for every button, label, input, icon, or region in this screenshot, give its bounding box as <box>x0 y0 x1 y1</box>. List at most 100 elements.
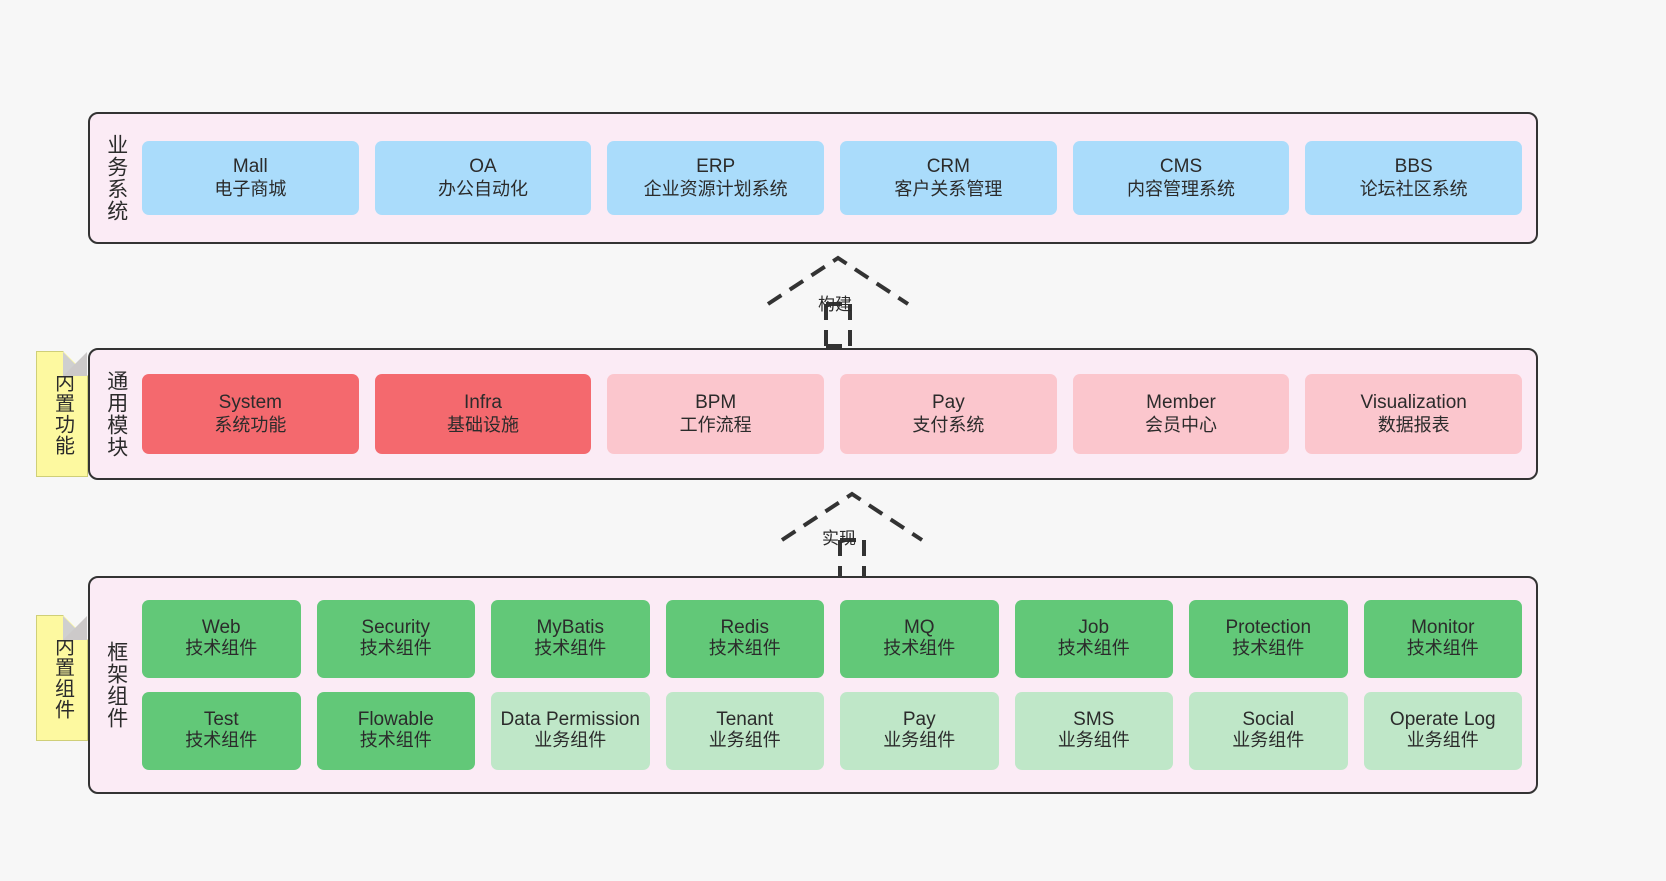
tile-oa-cn: 办公自动化 <box>438 178 528 199</box>
tile-member-en: Member <box>1146 392 1216 414</box>
tile-crm-en: CRM <box>926 156 970 178</box>
tile-pay-module[interactable]: Pay 支付系统 <box>840 374 1057 454</box>
tile-protection-cn: 技术组件 <box>1232 638 1305 659</box>
tile-operate-log-en: Operate Log <box>1389 708 1496 730</box>
tile-pay-component-cn: 业务组件 <box>883 730 956 751</box>
tile-protection-en: Protection <box>1225 616 1312 638</box>
tile-cms[interactable]: CMS 内容管理系统 <box>1072 141 1290 215</box>
layer-body-modules: System 系统功能 Infra 基础设施 BPM 工作流程 Pay 支付系统… <box>142 350 1536 478</box>
tile-pay-module-en: Pay <box>931 392 965 414</box>
tile-security-en: Security <box>361 616 431 638</box>
tile-redis[interactable]: Redis 技术组件 <box>665 600 824 678</box>
tile-web-cn: 技术组件 <box>185 638 258 659</box>
tile-flowable[interactable]: Flowable 技术组件 <box>316 692 475 770</box>
layer-title-framework: 框架组件 <box>104 641 128 729</box>
tile-bpm-cn: 工作流程 <box>679 414 752 435</box>
layer-title-modules: 通用模块 <box>104 370 128 458</box>
tile-protection[interactable]: Protection 技术组件 <box>1189 600 1348 678</box>
tile-tenant-cn: 业务组件 <box>708 730 781 751</box>
tile-operate-log[interactable]: Operate Log 业务组件 <box>1363 692 1522 770</box>
tile-crm-cn: 客户关系管理 <box>894 178 1003 199</box>
tile-erp[interactable]: ERP 企业资源计划系统 <box>607 141 825 215</box>
sticky-fold-shadow-icon <box>63 616 87 640</box>
tile-monitor-en: Monitor <box>1411 616 1475 638</box>
tile-flowable-en: Flowable <box>357 708 434 730</box>
tile-row-business: Mall 电子商城 OA 办公自动化 ERP 企业资源计划系统 CRM 客户关系… <box>142 141 1523 215</box>
tile-bbs-en: BBS <box>1394 156 1433 178</box>
tile-system-en: System <box>218 392 283 414</box>
tile-monitor[interactable]: Monitor 技术组件 <box>1363 600 1522 678</box>
tile-security[interactable]: Security 技术组件 <box>316 600 475 678</box>
layer-common-modules: 通用模块 System 系统功能 Infra 基础设施 BPM 工作流程 Pay… <box>88 348 1538 480</box>
tile-monitor-cn: 技术组件 <box>1406 638 1479 659</box>
tile-web-en: Web <box>201 616 241 638</box>
layer-business-systems: 业务系统 Mall 电子商城 OA 办公自动化 ERP 企业资源计划系统 CRM… <box>88 112 1538 244</box>
tile-test-cn: 技术组件 <box>185 730 258 751</box>
tile-row-framework-business: Test 技术组件 Flowable 技术组件 Data Permission … <box>142 692 1522 770</box>
tile-mybatis-cn: 技术组件 <box>534 638 607 659</box>
tile-bbs-cn: 论坛社区系统 <box>1359 178 1468 199</box>
realize-arrow-label: 实现 <box>822 529 856 548</box>
tile-system[interactable]: System 系统功能 <box>142 374 359 454</box>
tile-visualization-en: Visualization <box>1360 392 1467 414</box>
tile-mq-en: MQ <box>903 616 935 638</box>
tile-oa[interactable]: OA 办公自动化 <box>374 141 592 215</box>
tile-web[interactable]: Web 技术组件 <box>142 600 301 678</box>
tile-row-framework-tech: Web 技术组件 Security 技术组件 MyBatis 技术组件 Redi… <box>142 600 1522 678</box>
tile-mq-cn: 技术组件 <box>883 638 956 659</box>
tile-sms-en: SMS <box>1073 708 1115 730</box>
sticky-note-builtin-component: 内置组件 <box>36 615 88 741</box>
tile-system-cn: 系统功能 <box>214 414 287 435</box>
layer-body-business: Mall 电子商城 OA 办公自动化 ERP 企业资源计划系统 CRM 客户关系… <box>142 114 1536 242</box>
tile-member-cn: 会员中心 <box>1145 414 1218 435</box>
tile-row-modules: System 系统功能 Infra 基础设施 BPM 工作流程 Pay 支付系统… <box>142 374 1523 454</box>
tile-mall-en: Mall <box>232 156 268 178</box>
tile-mall-cn: 电子商城 <box>214 178 287 199</box>
sticky-fold-icon <box>63 615 88 640</box>
tile-bpm-en: BPM <box>695 392 737 414</box>
tile-crm[interactable]: CRM 客户关系管理 <box>840 141 1057 215</box>
layer-title-business: 业务系统 <box>104 134 128 222</box>
tile-job-cn: 技术组件 <box>1057 638 1130 659</box>
tile-security-cn: 技术组件 <box>359 638 432 659</box>
tile-job[interactable]: Job 技术组件 <box>1014 600 1173 678</box>
tile-mybatis[interactable]: MyBatis 技术组件 <box>491 600 650 678</box>
tile-pay-component-en: Pay <box>902 708 936 730</box>
sticky-note-builtin-function: 内置功能 <box>36 351 88 477</box>
layer-body-framework: Web 技术组件 Security 技术组件 MyBatis 技术组件 Redi… <box>142 578 1536 792</box>
tile-social-en: Social <box>1242 708 1295 730</box>
tile-bbs[interactable]: BBS 论坛社区系统 <box>1305 141 1523 215</box>
tile-mybatis-en: MyBatis <box>536 616 605 638</box>
tile-erp-cn: 企业资源计划系统 <box>643 178 788 199</box>
tile-visualization[interactable]: Visualization 数据报表 <box>1305 374 1523 454</box>
sticky-note-builtin-function-label: 内置功能 <box>51 372 74 456</box>
tile-infra[interactable]: Infra 基础设施 <box>374 374 592 454</box>
tile-social[interactable]: Social 业务组件 <box>1189 692 1348 770</box>
realize-arrow <box>772 488 932 584</box>
tile-infra-en: Infra <box>463 392 503 414</box>
tile-tenant[interactable]: Tenant 业务组件 <box>665 692 824 770</box>
tile-sms[interactable]: SMS 业务组件 <box>1014 692 1173 770</box>
tile-mall[interactable]: Mall 电子商城 <box>142 141 359 215</box>
tile-pay-component[interactable]: Pay 业务组件 <box>840 692 999 770</box>
tile-test-en: Test <box>203 708 239 730</box>
tile-mq[interactable]: MQ 技术组件 <box>840 600 999 678</box>
tile-data-permission-en: Data Permission <box>500 708 640 730</box>
tile-cms-cn: 内容管理系统 <box>1127 178 1236 199</box>
tile-infra-cn: 基础设施 <box>447 414 519 435</box>
sticky-fold-icon <box>63 351 88 376</box>
tile-pay-module-cn: 支付系统 <box>912 414 985 435</box>
tile-member[interactable]: Member 会员中心 <box>1072 374 1290 454</box>
layer-framework-components: 框架组件 Web 技术组件 Security 技术组件 MyBatis 技术组件… <box>88 576 1538 794</box>
tile-flowable-cn: 技术组件 <box>359 730 432 751</box>
tile-test[interactable]: Test 技术组件 <box>142 692 301 770</box>
build-arrow-label: 构建 <box>818 295 852 314</box>
tile-visualization-cn: 数据报表 <box>1377 414 1450 435</box>
tile-operate-log-cn: 业务组件 <box>1406 730 1479 751</box>
tile-tenant-en: Tenant <box>716 708 774 730</box>
sticky-note-builtin-component-label: 内置组件 <box>51 636 74 720</box>
tile-bpm[interactable]: BPM 工作流程 <box>607 374 825 454</box>
tile-data-permission[interactable]: Data Permission 业务组件 <box>491 692 650 770</box>
build-arrow <box>758 252 918 348</box>
